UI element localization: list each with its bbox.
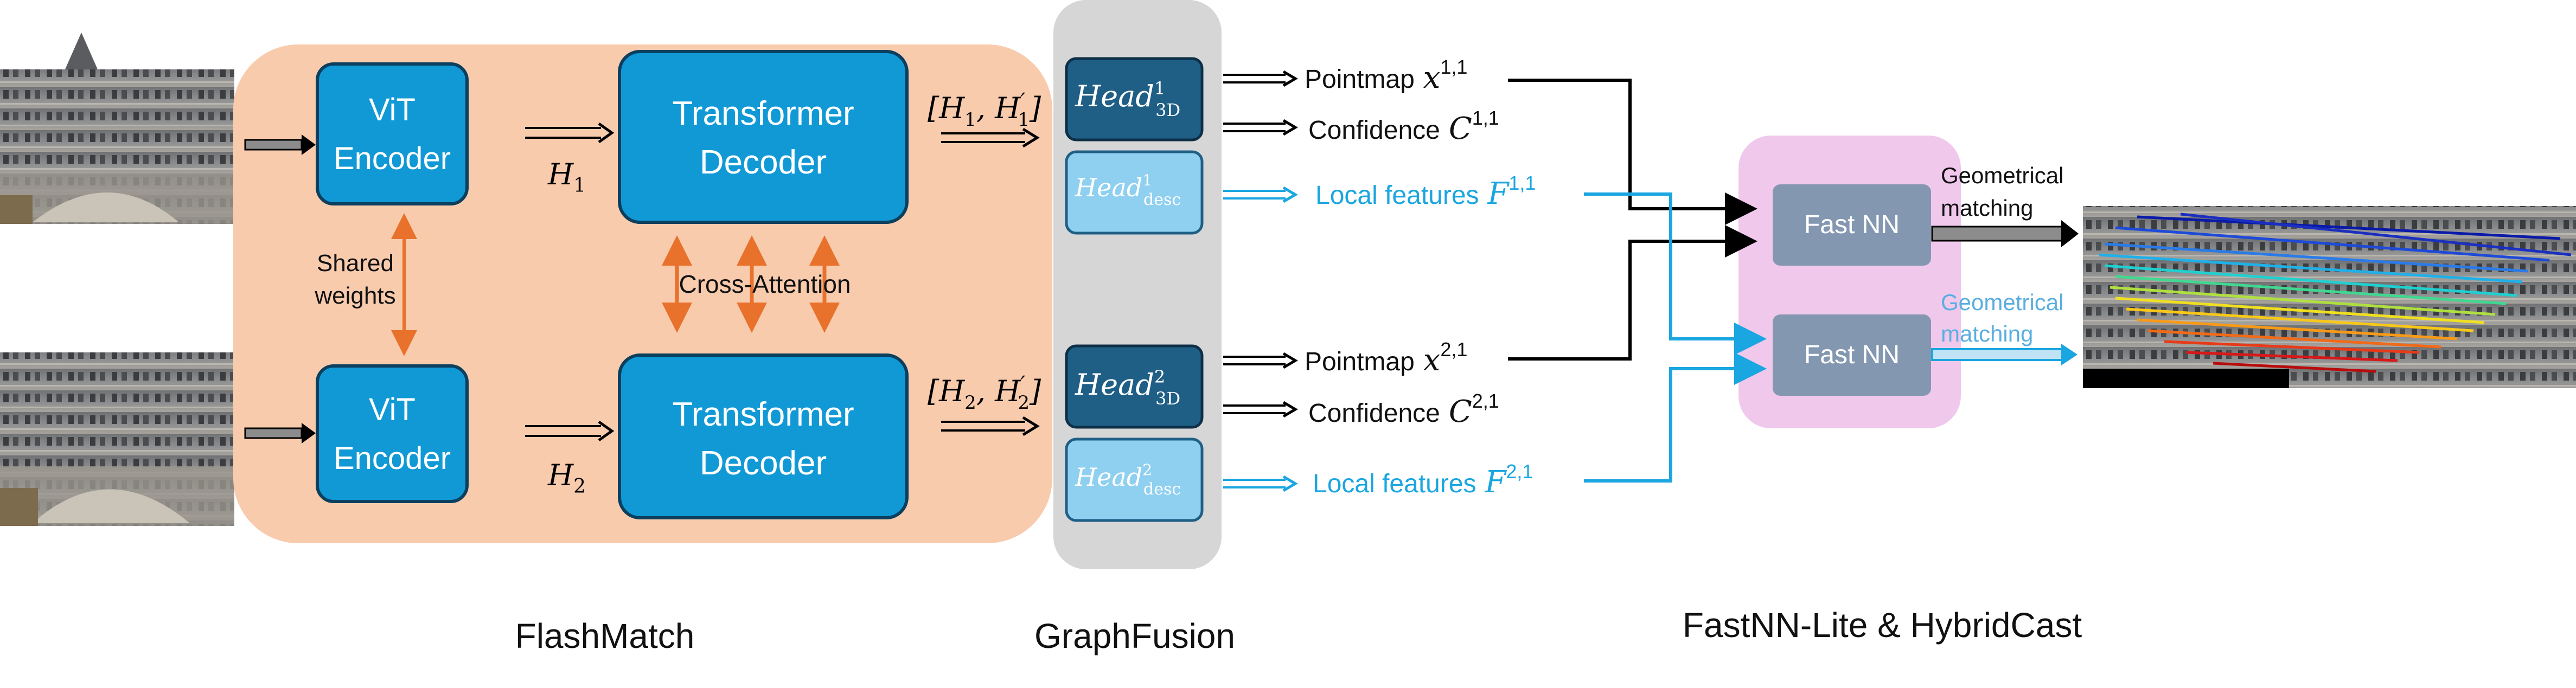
local-1-route (1584, 192, 1767, 355)
matching-out-arrow-2 (1931, 344, 2078, 365)
decoder-2-line1: Transformer (672, 396, 854, 433)
vit-encoder-1-line1: ViT (369, 92, 416, 127)
fast-nn-1 (1773, 184, 1931, 266)
transformer-decoder-1 (618, 50, 909, 224)
geo-match-1-line2: matching (1941, 195, 2033, 221)
input-arrow-2 (244, 423, 316, 443)
transformer-decoder-2 (618, 353, 909, 519)
caption-flashmatch: FlashMatch (515, 616, 695, 655)
shared-weights-line1: Shared (317, 250, 394, 277)
h1-arrow (525, 122, 615, 144)
cross-attention-label: Cross-Attention (679, 270, 851, 298)
decoder-2-out-arrow (941, 416, 1040, 436)
h1-pair-label: [H1, H′1] (928, 89, 1041, 131)
decoder-2-line2: Decoder (700, 445, 827, 482)
input-image-1 (0, 33, 234, 224)
pointmap-1-route (1508, 79, 1757, 225)
shared-weights-line2: weights (314, 282, 395, 309)
local-2-route (1584, 352, 1767, 483)
vit-encoder-2 (316, 364, 469, 503)
geo-match-2-line2: matching (1941, 321, 2033, 346)
decoder-1-out-arrow (941, 127, 1040, 148)
fast-nn-1-label: Fast NN (1804, 210, 1900, 239)
head-desc-2 (1065, 438, 1204, 522)
caption-graphfusion: GraphFusion (1034, 616, 1235, 655)
vit-encoder-1 (316, 62, 469, 205)
head-desc-1 (1065, 150, 1204, 235)
head-out-arrows (1223, 70, 1298, 492)
matching-out-arrow-1 (1931, 220, 2079, 247)
vit-encoder-1-line2: Encoder (334, 141, 451, 176)
input-image-2 (0, 352, 234, 526)
geo-match-2-line1: Geometrical (1941, 290, 2063, 315)
input-arrow-1 (244, 134, 316, 155)
head-3d-1 (1065, 57, 1204, 142)
vit-encoder-2-line1: ViT (369, 392, 416, 427)
pointmap-2-route (1508, 225, 1757, 361)
matching-result-image (2083, 206, 2576, 388)
fast-nn-2-label: Fast NN (1804, 340, 1900, 369)
decoder-1-line2: Decoder (700, 144, 827, 181)
geo-match-1-line1: Geometrical (1941, 163, 2063, 188)
head-3d-2 (1065, 344, 1204, 429)
decoder-1-line1: Transformer (672, 95, 854, 132)
h2-arrow (525, 420, 615, 442)
h2-pair-label: [H2, H′2] (928, 372, 1041, 414)
vit-encoder-2-line2: Encoder (334, 441, 451, 476)
fast-nn-2 (1773, 314, 1931, 396)
caption-fastnn-lite: FastNN-Lite & HybridCast (1683, 606, 2082, 645)
h2-label: H2 (547, 458, 586, 498)
h1-label: H1 (547, 157, 586, 197)
